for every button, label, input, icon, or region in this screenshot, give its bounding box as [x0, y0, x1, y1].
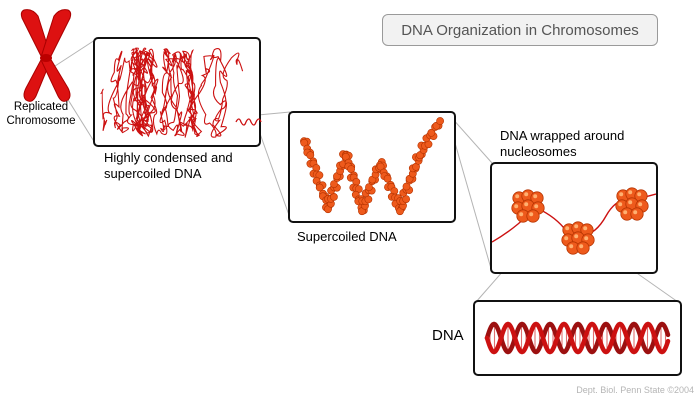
condensed-dna-tangle — [100, 47, 244, 138]
nucleosome-illustration — [492, 187, 656, 255]
replicated-chromosome-label: Replicated Chromosome — [6, 101, 76, 127]
credit-text: Dept. Biol. Penn State ©2004 — [576, 385, 694, 395]
chromosome-illustration — [20, 9, 72, 102]
nucleosome-panel — [490, 162, 658, 274]
dna-double-helix — [484, 321, 671, 355]
dna-label: DNA — [432, 327, 464, 344]
supercoiled-dna-panel — [288, 111, 456, 223]
condensed-dna-panel — [93, 37, 261, 147]
supercoiled-dna-label: Supercoiled DNA — [297, 229, 397, 244]
nucleosome-label: DNA wrapped around nucleosomes — [500, 128, 625, 159]
dna-strand-exit — [235, 118, 262, 126]
condensed-dna-label: Highly condensed and supercoiled DNA — [104, 150, 233, 181]
dna-helix-panel — [473, 300, 682, 376]
supercoiled-dna-fiber — [300, 117, 444, 216]
diagram-title: DNA Organization in Chromosomes — [382, 14, 658, 46]
